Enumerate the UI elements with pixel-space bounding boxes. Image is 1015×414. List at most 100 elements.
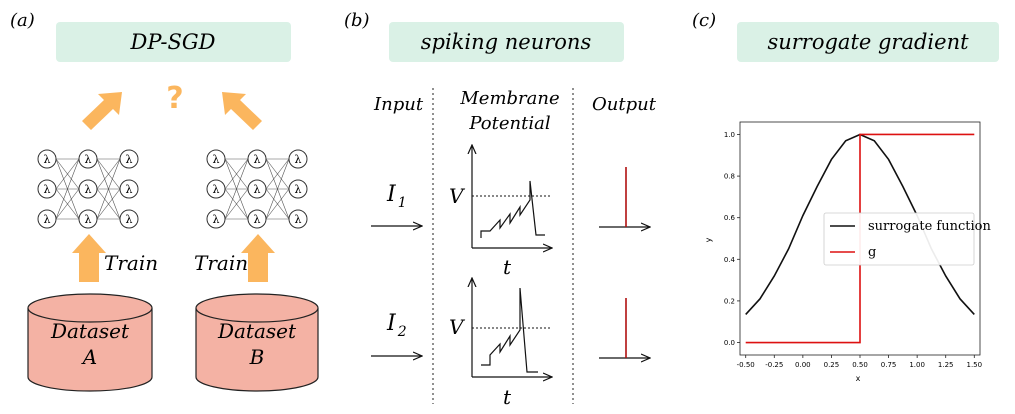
- net-left-neuron-glyph: λ: [126, 153, 133, 166]
- net-right-neuron-icon: [206, 179, 226, 199]
- x-tick-label: -0.50: [737, 361, 755, 369]
- y-tick-label: 1.0: [724, 131, 735, 139]
- net-left-connection: [96, 158, 121, 190]
- net-left-neuron-icon: [37, 209, 57, 229]
- net-right-neuron-icon: [288, 179, 308, 199]
- panel-b-label: (b): [344, 10, 370, 31]
- y-tick-label: 0.4: [724, 256, 736, 264]
- net-right-connection: [265, 158, 290, 190]
- legend-label-g: g: [868, 245, 876, 260]
- train-label-left: Train: [104, 251, 158, 275]
- panel-b-title-box: [389, 22, 624, 62]
- panel-b: (b) spiking neurons Input Membrane Poten…: [344, 10, 657, 409]
- net-left-neuron-icon: [37, 179, 57, 199]
- net-left-neuron-icon: [37, 149, 57, 169]
- net-left-neuron-icon: [119, 149, 139, 169]
- net-left-neuron-icon: [78, 209, 98, 229]
- net-right-neuron-glyph: λ: [295, 183, 302, 196]
- net-left-neuron-glyph: λ: [126, 183, 133, 196]
- net-right-connection: [224, 158, 249, 190]
- x-tick-label: 1.50: [966, 361, 982, 369]
- column-membrane-header: Membrane: [459, 88, 559, 109]
- x-tick-label: 0.75: [881, 361, 897, 369]
- train-arrow-right-icon: [241, 234, 275, 282]
- net-left-connection: [55, 188, 80, 220]
- net-right-neuron-glyph: λ: [295, 153, 302, 166]
- net-right-neuron-icon: [247, 149, 267, 169]
- column-potential-header: Potential: [468, 113, 550, 134]
- chart-legend: surrogate function g: [823, 212, 991, 266]
- net-left-neuron-glyph: λ: [85, 213, 92, 226]
- net-right-neuron-glyph: λ: [213, 213, 220, 226]
- arrow-up-left-icon: [222, 92, 262, 130]
- net-left-neuron-glyph: λ: [44, 213, 51, 226]
- x-tick-label: 0.00: [795, 361, 811, 369]
- panel-a-title: DP-SGD: [130, 30, 216, 54]
- net-left-connection: [55, 158, 80, 190]
- x-tick-label: -0.25: [765, 361, 783, 369]
- net-left-neuron-glyph: λ: [126, 213, 133, 226]
- net-right-connection: [265, 158, 290, 220]
- net-right-neuron-icon: [288, 209, 308, 229]
- net-left-neuron-icon: [78, 149, 98, 169]
- net-right-neuron-glyph: λ: [254, 153, 261, 166]
- net-left-neuron-icon: [119, 209, 139, 229]
- net-right-neuron-glyph: λ: [295, 213, 302, 226]
- net-right-neuron-glyph: λ: [254, 213, 261, 226]
- panel-c-title: surrogate gradient: [767, 30, 969, 54]
- net-left-neuron-icon: [78, 179, 98, 199]
- panel-a-label: (a): [10, 10, 35, 31]
- chart-x-axis-label: x: [856, 374, 861, 383]
- net-left-connection: [55, 158, 80, 220]
- net-right-neuron-glyph: λ: [213, 183, 220, 196]
- output-spike-2: [599, 298, 650, 358]
- train-label-right: Train: [194, 251, 248, 275]
- net-left-connection: [96, 188, 121, 220]
- x-tick-label: 0.25: [824, 361, 840, 369]
- legend-box: [823, 212, 975, 266]
- net-left-neuron-glyph: λ: [44, 183, 51, 196]
- y-tick-label: 0.2: [724, 297, 735, 305]
- y-tick-label: 0.8: [724, 173, 735, 181]
- train-arrow-left-icon: [72, 234, 106, 282]
- membrane-plot-1: [472, 145, 552, 248]
- net-right-neuron-icon: [206, 209, 226, 229]
- net-right-connection: [224, 158, 249, 220]
- time-t-label-2: t: [503, 385, 512, 409]
- y-tick-label: 0.6: [724, 214, 736, 222]
- dataset-b-label: Dataset: [217, 319, 297, 343]
- membrane-plot-2: [472, 278, 552, 377]
- dataset-a-letter: A: [81, 345, 97, 369]
- net-right-neuron-glyph: λ: [213, 153, 220, 166]
- column-input-header: Input: [373, 94, 424, 115]
- net-left-neuron-glyph: λ: [85, 183, 92, 196]
- net-right-neuron-icon: [206, 149, 226, 169]
- threshold-v-label-2: V: [449, 315, 466, 339]
- net-right-neuron-glyph: λ: [254, 183, 261, 196]
- dataset-b-letter: B: [249, 345, 265, 369]
- dataset-a-label: Dataset: [50, 319, 130, 343]
- time-t-label-1: t: [503, 255, 512, 279]
- net-right-neuron-icon: [288, 149, 308, 169]
- net-left-connection: [96, 158, 121, 220]
- output-spike-1: [599, 167, 650, 227]
- panel-c-title-box: [737, 22, 999, 62]
- legend-label-surrogate: surrogate function: [868, 219, 991, 234]
- arrow-up-right-icon: [82, 92, 122, 130]
- net-left-neuron-glyph: λ: [44, 153, 51, 166]
- dataset-a-cylinder: [27, 293, 153, 392]
- net-right-connection: [224, 188, 249, 220]
- x-tick-label: 1.00: [909, 361, 925, 369]
- question-mark: ?: [166, 81, 183, 116]
- net-right-connection: [265, 188, 290, 220]
- x-tick-label: 1.25: [938, 361, 954, 369]
- net-right-neuron-icon: [247, 209, 267, 229]
- dataset-b-cylinder: [195, 293, 319, 392]
